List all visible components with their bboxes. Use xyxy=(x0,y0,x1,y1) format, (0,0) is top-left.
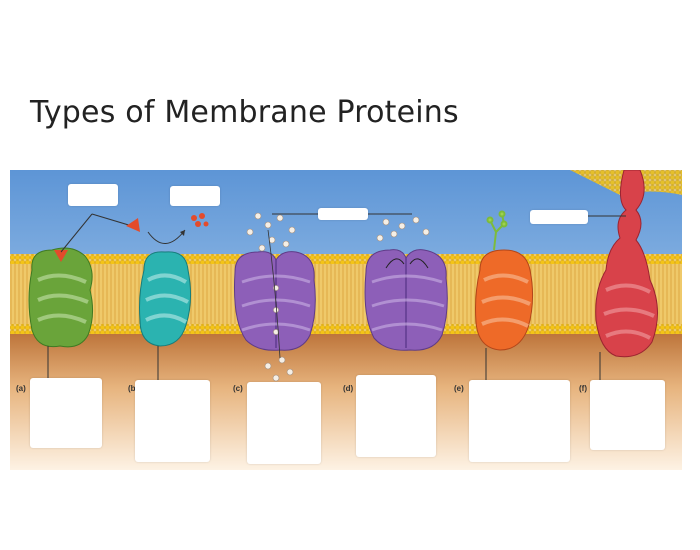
label-box-signal[interactable] xyxy=(68,184,118,206)
substrate-icon xyxy=(126,218,140,232)
membrane-protein-diagram: (a) (b) (c) (d) (e) (f) xyxy=(10,170,682,470)
answer-box-c[interactable] xyxy=(247,382,321,464)
protein-b xyxy=(139,251,192,347)
slide-title: Types of Membrane Proteins xyxy=(30,95,459,130)
signal-molecule-icon xyxy=(54,250,68,262)
lipid-tails xyxy=(10,262,682,326)
answer-box-a[interactable] xyxy=(30,378,102,448)
protein-f xyxy=(595,170,659,358)
answer-box-e[interactable] xyxy=(469,380,570,462)
panel-letter-a: (a) xyxy=(16,384,26,393)
answer-box-d[interactable] xyxy=(356,375,436,457)
label-box-channel[interactable] xyxy=(318,208,368,220)
outer-lipid-heads xyxy=(10,254,682,264)
reaction-arrow xyxy=(147,229,186,244)
cytoplasm xyxy=(10,320,682,470)
channel-solutes xyxy=(246,212,296,382)
panel-letter-d: (d) xyxy=(343,384,354,393)
panel-letter-c: (c) xyxy=(233,384,243,393)
panel-letter-b: (b) xyxy=(128,384,139,393)
protein-d xyxy=(364,249,448,351)
transported-solutes xyxy=(376,216,430,242)
panel-letter-f: (f) xyxy=(579,384,587,393)
product-icon xyxy=(191,213,209,227)
answer-box-f[interactable] xyxy=(590,380,665,450)
answer-box-b[interactable] xyxy=(135,380,210,462)
protein-a xyxy=(28,247,94,348)
label-box-anchor[interactable] xyxy=(530,210,588,224)
label-box-enzyme-product[interactable] xyxy=(170,186,220,206)
protein-c xyxy=(234,251,316,351)
protein-e xyxy=(475,249,534,351)
inner-lipid-heads xyxy=(10,324,682,334)
panel-letter-e: (e) xyxy=(454,384,464,393)
carbohydrate-chain-icon xyxy=(486,210,508,251)
label-pointer-lines xyxy=(47,346,601,382)
signal-pointer xyxy=(60,213,133,253)
